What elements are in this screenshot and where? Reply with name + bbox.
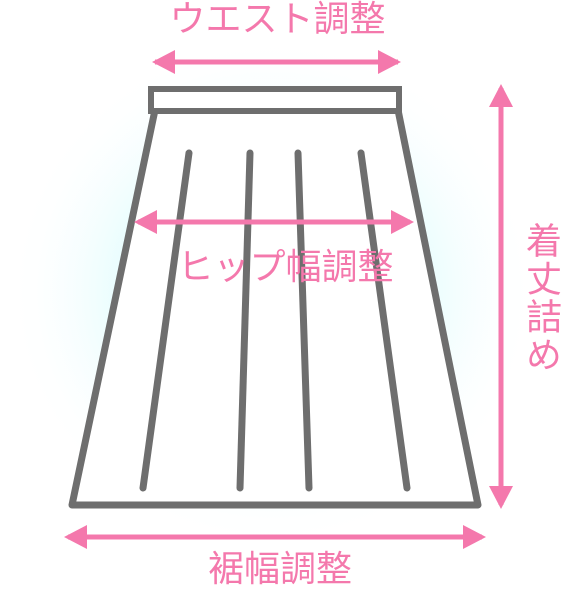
skirt-pleat-line	[139, 149, 193, 492]
waist-adjust-label: ウエスト調整	[169, 0, 386, 40]
length-shorten-label: 着丈詰め	[520, 222, 561, 374]
hem-width-adjust-label: 裾幅調整	[207, 549, 352, 590]
hem-arrow	[64, 525, 486, 549]
skirt-pleat-line	[294, 149, 313, 492]
waist-arrow	[152, 50, 401, 74]
skirt-pleat-line	[357, 149, 411, 492]
skirt-pleat-line	[236, 149, 254, 492]
skirt-waistband	[148, 86, 402, 114]
hip-arrow	[134, 210, 414, 234]
hip-width-adjust-label: ヒップ幅調整	[177, 247, 394, 288]
pleated-skirt-icon	[68, 86, 482, 509]
length-arrow	[489, 84, 513, 509]
